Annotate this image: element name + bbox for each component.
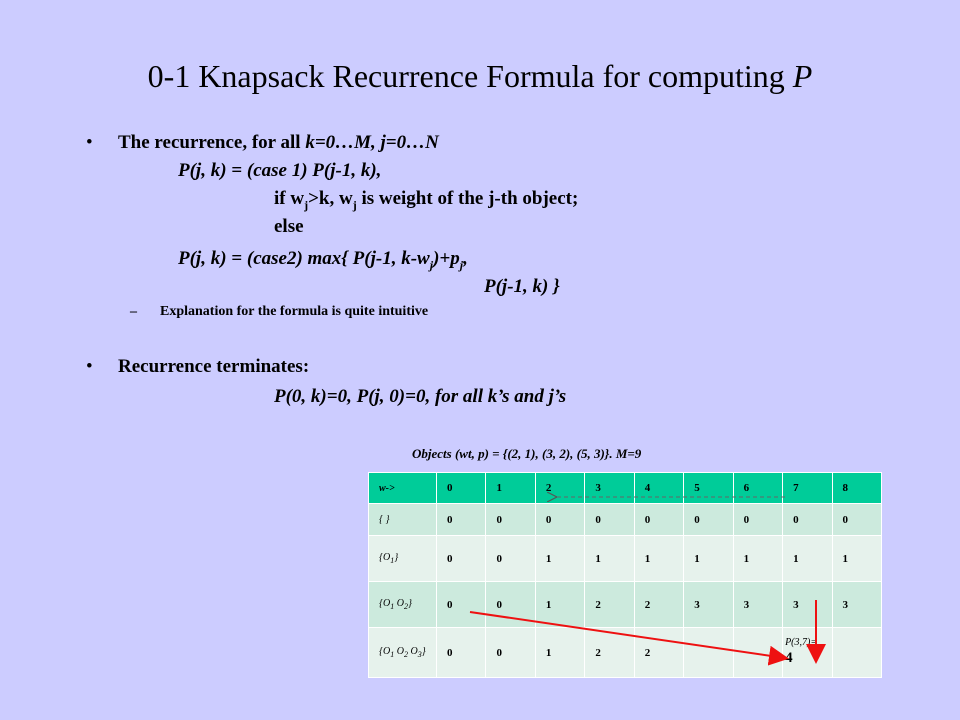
header-cell: w-> <box>368 472 437 504</box>
header-cell: 6 <box>732 472 784 504</box>
table-cell: 2 <box>584 627 635 678</box>
table-cell: 0 <box>485 581 536 628</box>
table-cell: 0 <box>584 503 635 536</box>
slide-title: 0-1 Knapsack Recurrence Formula for comp… <box>0 58 960 95</box>
row-label: { } <box>368 503 437 536</box>
highlight-label: P(3,7)= <box>785 637 818 649</box>
cond-sub1: j <box>304 197 309 212</box>
table-cell: 0 <box>831 503 882 536</box>
table-cell: 3 <box>831 581 882 628</box>
case1-condition: if wj>k, wj is weight of the j-th object… <box>274 188 578 213</box>
case1-formula: P(j, k) = (case 1) P(j-1, k), <box>178 160 381 182</box>
cond-if: if w <box>274 188 305 209</box>
termination-text: P(0, k)=0, P(j, 0)=0, for all k’s and j’… <box>274 386 567 407</box>
row-label: {O1 O2} <box>368 581 437 628</box>
table-cell: 0 <box>485 535 536 582</box>
row-label: {O1 O2 O3} <box>368 627 437 678</box>
table-cell: 0 <box>485 627 536 678</box>
table-cell <box>831 627 882 678</box>
header-cell: 0 <box>435 472 487 504</box>
dp-table: w-> 0 1 2 3 4 5 6 7 8 { } 0 0 0 0 0 0 0 … <box>368 472 882 678</box>
table-cell: 2 <box>584 581 635 628</box>
table-cell: 2 <box>633 581 685 628</box>
case2-a: P(j, k) = (case2) max{ P(j-1, k-w <box>178 248 430 269</box>
table-cell: 1 <box>683 535 734 582</box>
table-cell: 0 <box>435 627 487 678</box>
header-cell: 3 <box>584 472 635 504</box>
table-cell: 3 <box>732 581 784 628</box>
table-caption: Objects (wt, p) = {(2, 1), (3, 2), (5, 3… <box>412 446 642 461</box>
bullet-dot-1: • <box>86 132 93 153</box>
table-cell: 1 <box>584 535 635 582</box>
cond-sub2: j <box>352 197 357 212</box>
table-cell: 3 <box>683 581 734 628</box>
table-cell: 1 <box>534 627 586 678</box>
bullet-dot-2: • <box>86 356 93 377</box>
table-cell: 0 <box>435 535 487 582</box>
table-cell <box>732 627 784 678</box>
table-cell: 0 <box>633 503 685 536</box>
table-cell <box>683 627 734 678</box>
termination-formula: P(0, k)=0, P(j, 0)=0, for all k’s and j’… <box>274 386 566 408</box>
table-row: {O1 O2} 0 0 1 2 2 3 3 3 3 <box>368 581 882 628</box>
header-cell: 8 <box>831 472 882 504</box>
header-cell: 4 <box>633 472 685 504</box>
cond-end: is weight of the j-th object; <box>356 188 579 209</box>
table-cell: 0 <box>435 581 487 628</box>
table-cell: 0 <box>485 503 536 536</box>
table-row: { } 0 0 0 0 0 0 0 0 0 <box>368 503 882 536</box>
table-cell: 2 <box>633 627 685 678</box>
row-label: {O1} <box>368 535 437 582</box>
table-cell: 0 <box>534 503 586 536</box>
table-row: {O1} 0 0 1 1 1 1 1 1 1 <box>368 535 882 582</box>
case2-formula: P(j, k) = (case2) max{ P(j-1, k-wj)+pj, <box>178 248 468 273</box>
case2-b: )+p <box>433 248 460 269</box>
table-cell: 1 <box>732 535 784 582</box>
table-cell: 1 <box>782 535 833 582</box>
table-cell: 3 <box>782 581 833 628</box>
table-cell: 0 <box>782 503 833 536</box>
case2-d: P(j-1, k) } <box>484 276 560 297</box>
explanation-dash: – <box>130 304 137 319</box>
recurrence-intro: The recurrence, for all k=0…M, j=0…N <box>118 132 439 154</box>
table-cell: 0 <box>732 503 784 536</box>
case2-c: , <box>463 248 468 269</box>
title-text: 0-1 Knapsack Recurrence Formula for comp… <box>147 58 793 94</box>
case1-text: P(j, k) = (case 1) P(j-1, k), <box>178 160 382 181</box>
header-cell: 7 <box>782 472 833 504</box>
header-cell: 2 <box>534 472 586 504</box>
intro-range: k=0…M, j=0…N <box>305 132 439 153</box>
table-cell: 1 <box>534 535 586 582</box>
header-cell: 1 <box>485 472 536 504</box>
else-keyword: else <box>274 216 304 237</box>
header-cell: 5 <box>683 472 734 504</box>
table-row: {O1 O2 O3} 0 0 1 2 2 P(3,7)= 4 <box>368 627 882 678</box>
intro-text: The recurrence, for all <box>118 132 306 153</box>
table-cell: 0 <box>683 503 734 536</box>
table-cell: 1 <box>534 581 586 628</box>
case2-sub1: j <box>429 257 434 272</box>
table-cell-highlight: P(3,7)= 4 <box>782 627 833 678</box>
highlight-value: 4 <box>785 650 793 667</box>
explanation-text: Explanation for the formula is quite int… <box>160 304 429 319</box>
case2-continuation: P(j-1, k) } <box>484 276 560 298</box>
cond-mid: >k, w <box>308 188 353 209</box>
case2-sub2: j <box>459 257 464 272</box>
table-cell: 0 <box>435 503 487 536</box>
title-variable: P <box>792 58 813 94</box>
termination-heading: Recurrence terminates: <box>118 356 310 377</box>
table-cell: 1 <box>831 535 882 582</box>
table-cell: 1 <box>633 535 685 582</box>
table-header-row: w-> 0 1 2 3 4 5 6 7 8 <box>368 472 882 504</box>
